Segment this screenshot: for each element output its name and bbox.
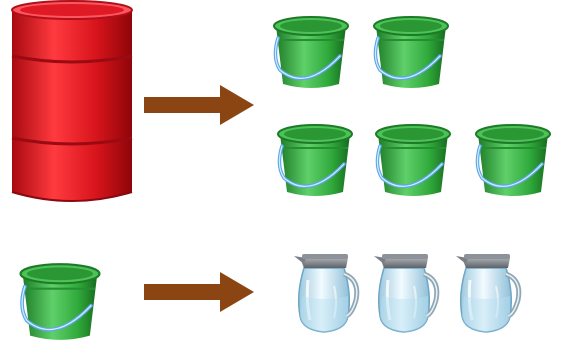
bucket-icon xyxy=(468,108,558,198)
bucket-icon xyxy=(366,0,456,90)
jug-icon xyxy=(290,245,360,337)
arrow-right-icon xyxy=(143,272,255,312)
bucket-icon xyxy=(266,0,356,90)
jug-icon xyxy=(452,245,522,337)
jug-icon xyxy=(370,245,440,337)
arrow-right-icon xyxy=(143,85,255,125)
bucket-icon xyxy=(12,246,108,342)
bucket-icon xyxy=(270,108,360,198)
barrel-icon xyxy=(8,0,136,204)
bucket-icon xyxy=(368,108,458,198)
